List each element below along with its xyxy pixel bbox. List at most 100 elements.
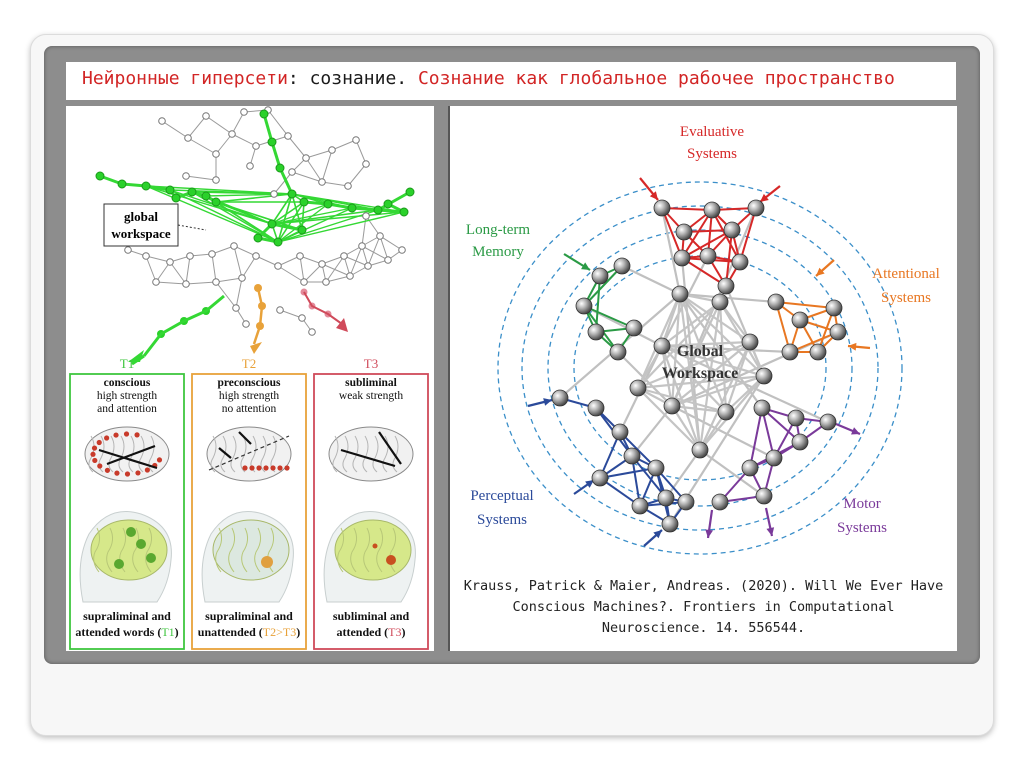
left-gray-node	[384, 256, 392, 264]
motor-output-arrow-head	[705, 529, 714, 538]
perceptual-input-arrow-head	[585, 480, 594, 488]
left-gray-node	[302, 154, 310, 162]
panel-bottom-line1: subliminal and	[333, 609, 410, 623]
right-edge	[599, 467, 657, 479]
left-gray-node	[298, 314, 306, 322]
memory-node	[625, 319, 643, 337]
left-gray-node	[318, 178, 326, 186]
left-gray-node	[398, 246, 406, 254]
left-green-edge	[301, 201, 305, 231]
workspace-label-line2: workspace	[111, 226, 170, 241]
left-gray-node	[322, 278, 330, 286]
activation-dot	[113, 432, 119, 438]
global-workspace-label-line2: Workspace	[662, 365, 738, 382]
brain-sketch-icon	[328, 426, 414, 482]
activation-dot	[96, 439, 102, 446]
attentional-input-arrow-head	[848, 342, 857, 351]
memory-input-arrow-head	[581, 262, 590, 270]
evaluative-input-arrow-head	[760, 193, 769, 202]
workspace-edge	[678, 293, 702, 451]
left-green-node	[347, 203, 357, 213]
motor-node	[711, 493, 729, 511]
evaluative-node	[673, 249, 691, 267]
slide-title: Нейронные гиперсети: сознание. Сознание …	[82, 68, 895, 89]
left-green-node	[253, 233, 263, 243]
workspace-link	[671, 405, 775, 459]
left-green-edge	[271, 203, 329, 225]
memory-node	[587, 323, 605, 341]
left-green-edge	[270, 141, 282, 169]
left-gray-node	[212, 176, 220, 184]
left-gray-node	[184, 134, 192, 142]
workspace-edge	[637, 374, 765, 390]
workspace-edge	[661, 344, 765, 378]
activation-dot	[270, 465, 276, 471]
evaluative-node	[675, 223, 693, 241]
perceptual-node	[623, 447, 641, 465]
left-green-node	[275, 163, 285, 173]
left-gray-node	[142, 252, 150, 260]
right-edge	[681, 257, 727, 287]
left-gray-edge	[321, 255, 345, 265]
attentional-node	[781, 343, 799, 361]
right-edge	[661, 207, 683, 259]
panel-line1: subliminal	[345, 377, 397, 389]
workspace-edge	[661, 301, 721, 347]
panel-bottom-line2: attended words (T1)	[75, 625, 178, 639]
t1-pathway	[142, 294, 225, 357]
perceptual-node	[611, 423, 629, 441]
left-gray-edge	[241, 255, 257, 279]
left-gray-edge	[187, 137, 217, 155]
workspace-edge	[724, 341, 752, 413]
attentional-input-arrow-head	[816, 267, 825, 276]
activation-dot	[91, 445, 98, 451]
activation-blob	[146, 553, 156, 563]
left-green-edge	[271, 193, 293, 225]
left-gray-edge	[273, 171, 293, 195]
left-gray-edge	[187, 115, 207, 139]
left-green-edge	[145, 185, 279, 243]
panel-bottom-line2: attended (T3)	[336, 625, 405, 639]
activation-dot	[92, 457, 98, 464]
left-gray-node	[300, 278, 308, 286]
panel-bottom-line1: supraliminal and	[83, 609, 171, 623]
left-gray-edge	[255, 255, 279, 267]
left-gray-node	[318, 260, 326, 268]
perceptual-label-line1: Perceptual	[470, 488, 533, 504]
memory-node	[613, 257, 631, 275]
left-gray-node	[232, 304, 240, 312]
activation-dot	[124, 471, 131, 477]
panel-line1: preconscious	[217, 377, 281, 389]
left-green-edge	[271, 201, 305, 225]
left-gray-node	[182, 280, 190, 288]
workspace-node	[741, 333, 759, 351]
left-gray-node	[230, 242, 238, 250]
left-green-node	[211, 197, 221, 207]
activation-dot	[104, 435, 110, 441]
left-gray-node	[208, 250, 216, 258]
left-gray-node	[274, 262, 282, 270]
left-green-node	[373, 205, 383, 215]
left-gray-node	[212, 278, 220, 286]
left-gray-edge	[185, 281, 217, 285]
brain-sketch-icon	[206, 426, 292, 482]
left-gray-node	[124, 246, 132, 254]
left-gray-edge	[205, 115, 233, 135]
left-gray-node	[344, 182, 352, 190]
activation-blob	[126, 527, 136, 537]
attentional-node	[791, 311, 809, 329]
left-gray-node	[252, 252, 260, 260]
left-gray-node	[166, 258, 174, 266]
right-edge	[583, 305, 635, 329]
activation-blob	[136, 539, 146, 549]
attentional-label-line2: Systems	[881, 290, 931, 306]
motor-node	[819, 413, 837, 431]
left-green-node	[267, 137, 277, 147]
workspace-edge	[699, 341, 751, 451]
left-green-edge	[271, 209, 379, 225]
left-gray-node	[308, 328, 316, 336]
left-nodes	[95, 106, 415, 338]
workspace-label-box	[103, 203, 179, 247]
left-green-node	[171, 193, 181, 203]
